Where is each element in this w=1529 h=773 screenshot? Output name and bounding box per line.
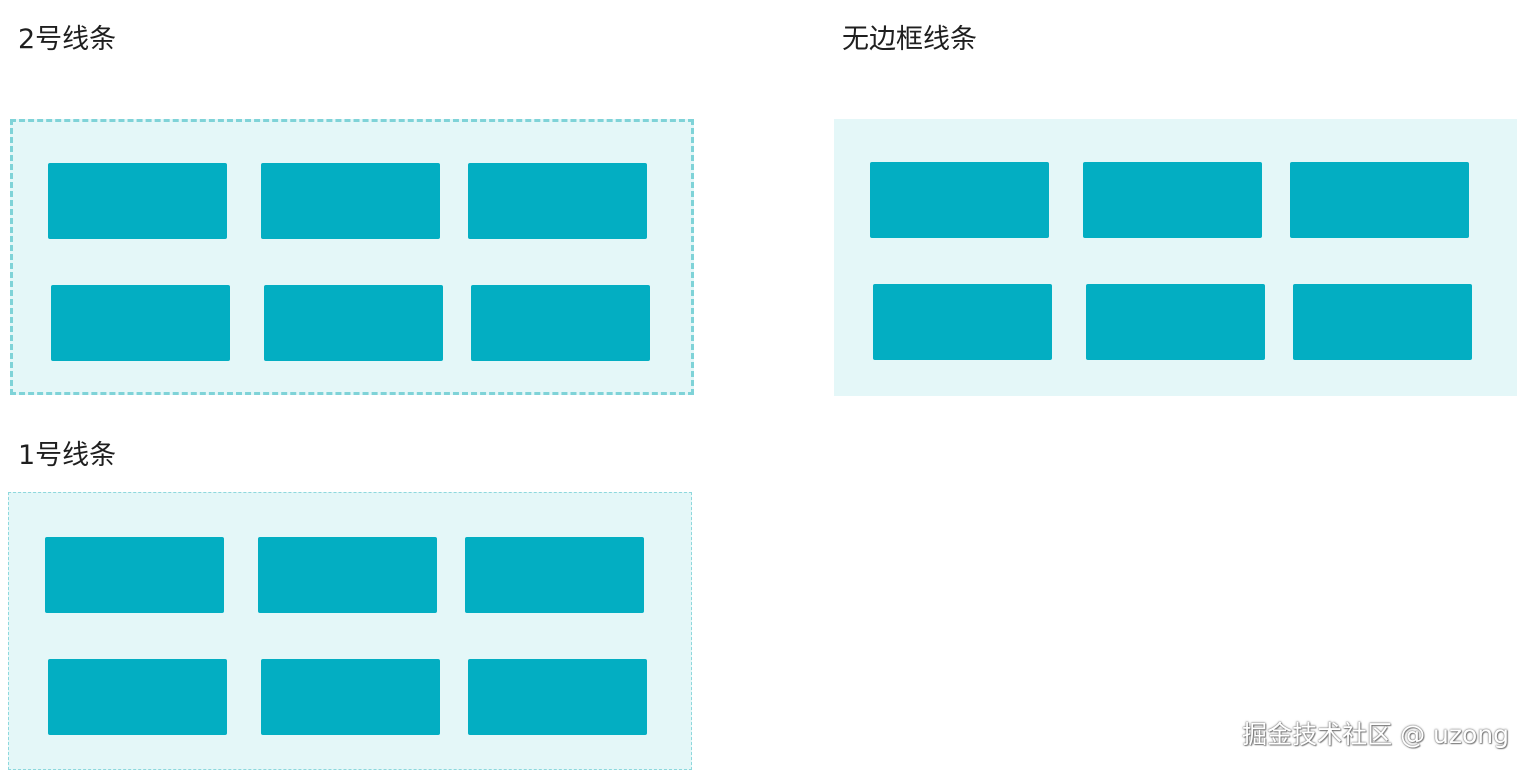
tile — [468, 659, 647, 735]
panel-no-border — [834, 119, 1517, 396]
panel-line1 — [8, 492, 692, 770]
tile — [873, 284, 1052, 360]
tile — [261, 659, 440, 735]
panel-title-no-border: 无边框线条 — [842, 24, 977, 55]
tile — [465, 537, 644, 613]
tile — [1293, 284, 1472, 360]
tile — [261, 163, 440, 239]
tile — [264, 285, 443, 361]
tile — [1083, 162, 1262, 238]
tile — [1290, 162, 1469, 238]
tile — [48, 163, 227, 239]
tile — [1086, 284, 1265, 360]
panel-title-line1: 1号线条 — [18, 440, 117, 471]
panel-line2 — [10, 119, 694, 395]
tile — [471, 285, 650, 361]
tile — [45, 537, 224, 613]
tile — [870, 162, 1049, 238]
watermark: 掘金技术社区 @ uzong — [1242, 720, 1509, 749]
tile — [48, 659, 227, 735]
tile — [51, 285, 230, 361]
panel-title-line2: 2号线条 — [18, 24, 117, 55]
tile — [258, 537, 437, 613]
tile — [468, 163, 647, 239]
